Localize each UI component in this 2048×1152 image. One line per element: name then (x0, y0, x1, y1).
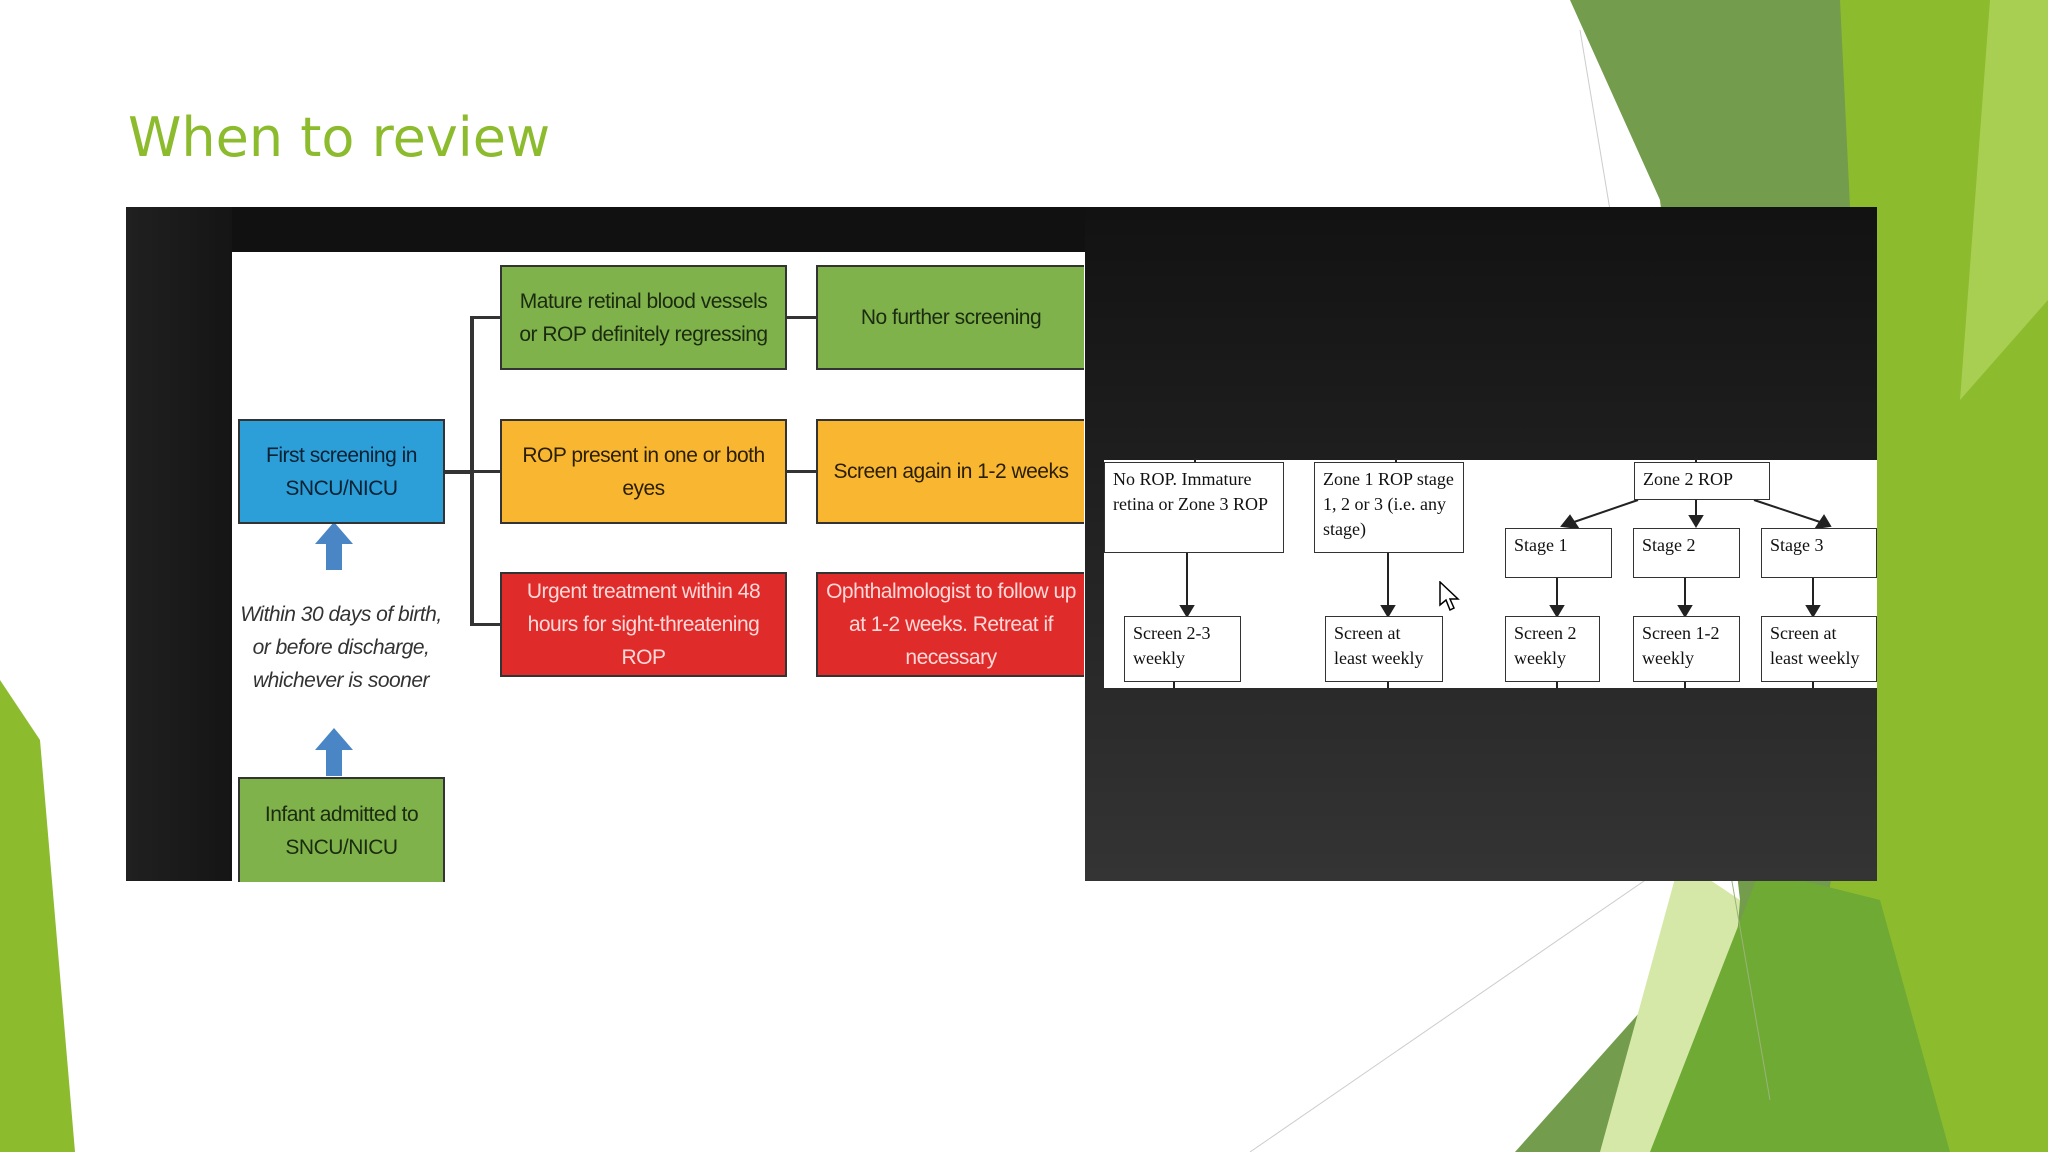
connector-line (445, 470, 474, 474)
timing-note: Within 30 days of birth, or before disch… (240, 603, 442, 692)
result-screen-at-least-weekly-stage3: Screen at least weekly (1761, 616, 1877, 682)
arrow-up-icon (315, 522, 353, 570)
zone2-rop-box: Zone 2 ROP (1634, 462, 1770, 500)
connector-line (786, 316, 818, 319)
no-rop-box: No ROP. Immature retina or Zone 3 ROP (1104, 462, 1284, 553)
connector-line (470, 470, 501, 473)
flowchart-connectors (1173, 458, 1832, 688)
result-screen-2-3-weekly: Screen 2-3 weekly (1124, 616, 1241, 682)
first-screening-box: First screening in SNCU/NICU (238, 419, 445, 524)
stage1-box: Stage 1 (1505, 528, 1612, 578)
action-screen-again-box: Screen again in 1-2 weeks (816, 419, 1084, 524)
action-no-further-screening-box: No further screening (816, 265, 1084, 370)
connector-line (470, 623, 501, 626)
action-ophthalmologist-followup-box: Ophthalmologist to follow up at 1-2 week… (816, 572, 1084, 677)
stage3-box: Stage 3 (1761, 528, 1877, 578)
infant-admitted-box: Infant admitted to SNCU/NICU (238, 777, 445, 882)
finding-rop-present-box: ROP present in one or both eyes (500, 419, 787, 524)
zone1-rop-box: Zone 1 ROP stage 1, 2 or 3 (i.e. any sta… (1314, 462, 1464, 553)
slide-title: When to review (128, 106, 551, 169)
finding-urgent-treatment-box: Urgent treatment within 48 hours for sig… (500, 572, 787, 677)
stage2-box: Stage 2 (1633, 528, 1740, 578)
arrow-up-icon (315, 728, 353, 776)
finding-mature-vessels-box: Mature retinal blood vessels or ROP defi… (500, 265, 787, 370)
result-screen-2-weekly: Screen 2 weekly (1505, 616, 1600, 682)
mouse-cursor-icon (1439, 581, 1460, 612)
connector-line (470, 316, 501, 319)
video-left-border (126, 207, 232, 881)
connector-line (786, 470, 818, 473)
result-screen-1-2-weekly: Screen 1-2 weekly (1633, 616, 1740, 682)
result-screen-at-least-weekly-zone1: Screen at least weekly (1325, 616, 1443, 682)
